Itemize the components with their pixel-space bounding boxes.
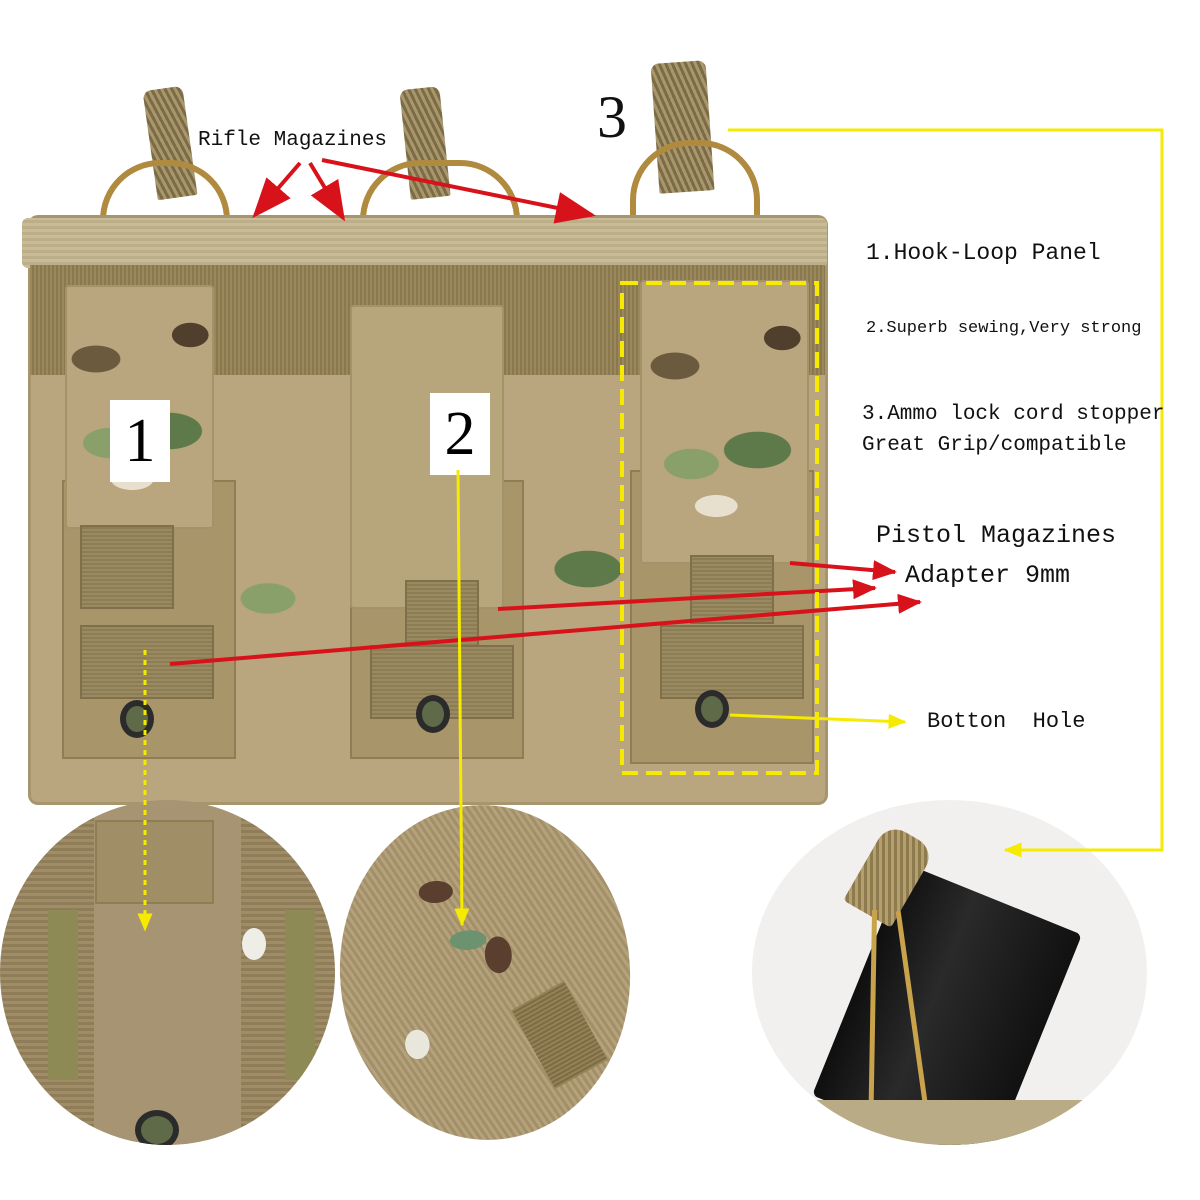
detail-3-pouch-edge: [767, 1100, 1127, 1145]
detail-1-side-strap-left: [48, 910, 78, 1080]
grommet-1: [120, 700, 154, 738]
detail-1-grommet: [135, 1110, 179, 1145]
number-1-text: 1: [124, 406, 156, 475]
pouch-top-binding: [22, 218, 827, 268]
main-pouch-image: 1 2: [0, 0, 850, 810]
detail-1-velcro-strip: [95, 820, 214, 904]
number-label-3: 3: [597, 82, 627, 152]
pistol-sleeve-3-tab: [690, 555, 774, 624]
feature-3-continued: Great Grip/compatible: [862, 434, 1127, 457]
highlight-box-sleeve-3: [620, 281, 819, 775]
rifle-magazines-text: Rifle Magazines: [198, 129, 388, 152]
feature-1: 1.Hook-Loop Panel: [866, 240, 1101, 266]
pistol-magazines-label: Pistol Magazines: [876, 521, 1116, 550]
pistol-sleeve-1-tab: [80, 525, 174, 609]
number-3-text: 3: [597, 84, 627, 150]
rifle-magazines-label: Rifle Magazines: [192, 127, 394, 154]
detail-connectors: [137, 128, 1164, 932]
pistol-magazines-text: Pistol Magazines: [876, 521, 1117, 550]
detail-1-side-strap-right: [285, 910, 315, 1080]
pistol-sleeve-3-flap: [640, 280, 809, 564]
button-hole-text: Botton Hole: [927, 709, 1086, 734]
pistol-sleeve-3-velcro: [660, 625, 804, 699]
grommet-2: [416, 695, 450, 733]
grommet-3: [695, 690, 729, 728]
detail-image-hook-loop: [0, 800, 335, 1145]
number-2-text: 2: [444, 399, 476, 468]
pistol-sleeve-1-flap: [65, 285, 214, 529]
feature-2: 2.Superb sewing,Very strong: [866, 319, 1142, 338]
number-label-1: 1: [110, 400, 170, 482]
bungee-cord-right: [630, 140, 760, 280]
detail-1-white-patch: [242, 928, 266, 960]
adapter-text: Adapter 9mm: [905, 561, 1071, 590]
button-hole-label: Botton Hole: [927, 709, 1085, 734]
pistol-magazine-arrows: [169, 560, 922, 666]
rifle-magazine-arrows: [252, 158, 596, 224]
detail-image-cord-stopper: [752, 800, 1147, 1145]
number-label-2: 2: [430, 393, 490, 475]
adapter-label: Adapter 9mm: [905, 561, 1070, 590]
feature-3: 3.Ammo lock cord stopper: [862, 403, 1165, 426]
